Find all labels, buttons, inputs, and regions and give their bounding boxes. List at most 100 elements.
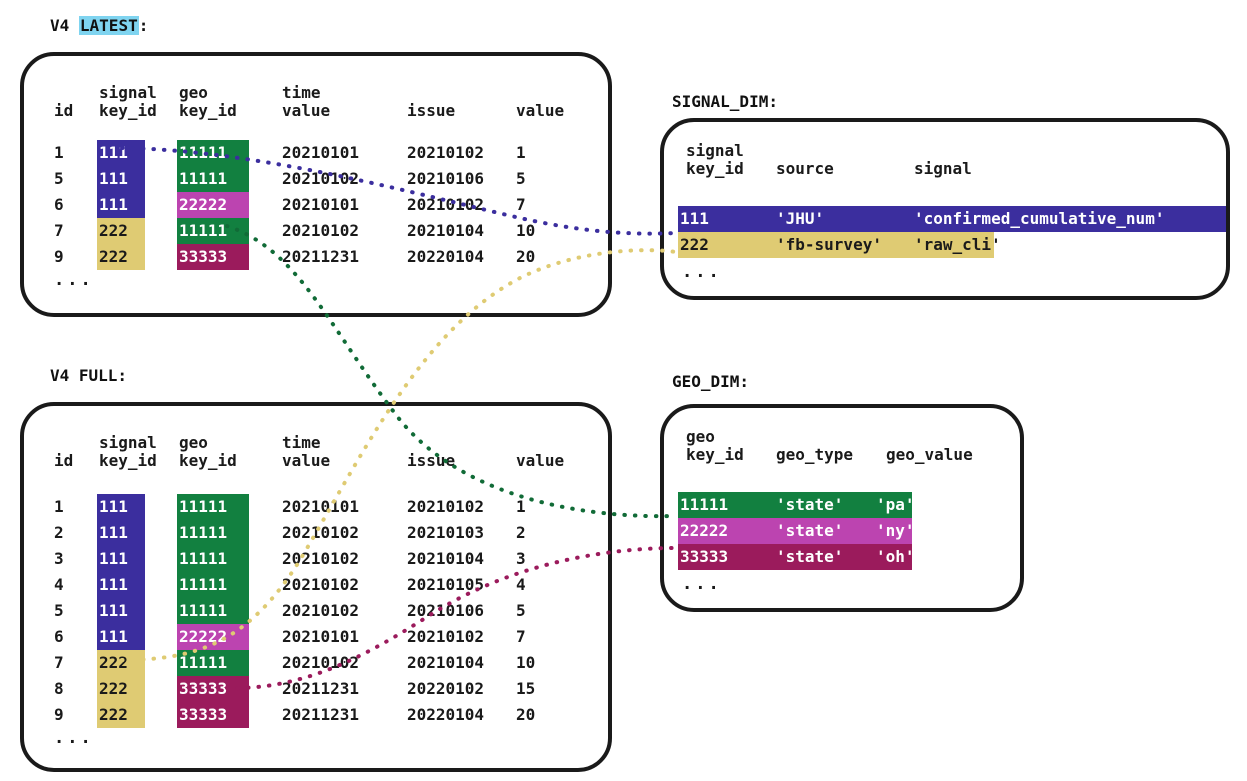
signal-dim-signal: 'confirmed_cumulative_num': [914, 209, 1165, 228]
col-header-geo: geo: [179, 433, 208, 452]
table-row-value: 1: [516, 143, 526, 162]
col-header-signal-name: signal: [914, 159, 972, 178]
col-header-geo: geo: [686, 427, 715, 446]
col-header-signal: signal: [686, 141, 744, 160]
table-row-time-value: 20210101: [282, 143, 360, 162]
table-ellipsis: ...: [54, 270, 94, 290]
table-row-id: 2: [54, 523, 64, 542]
geo-dim-geo-type: 'state': [776, 495, 844, 514]
table-row-value: 7: [516, 627, 526, 646]
latest-caption: V4 LATEST:: [50, 16, 148, 35]
table-row-value: 10: [516, 653, 536, 672]
table-row-time-value: 20210102: [282, 549, 360, 568]
table-row-signal-key: 111: [97, 546, 145, 572]
table-row-geo-key: 11111: [177, 218, 249, 244]
latest-caption-prefix: V4: [50, 16, 79, 35]
table-row-time-value: 20210102: [282, 601, 360, 620]
geo-dim-row-highlight: 11111 'state' 'pa': [678, 492, 915, 518]
table-row-value: 1: [516, 497, 526, 516]
table-row-signal-key: 111: [97, 192, 145, 218]
signal-dim-ellipsis: ...: [682, 262, 722, 282]
table-row-value: 15: [516, 679, 536, 698]
col-header-geo-value: geo_value: [886, 445, 973, 464]
table-row-issue: 20210104: [407, 221, 485, 240]
table-row-value: 2: [516, 523, 526, 542]
table-row-value: 20: [516, 247, 536, 266]
table-row-signal-key: 111: [97, 494, 145, 520]
table-row-id: 6: [54, 195, 64, 214]
signal-dim-row-highlight: 111 'JHU' 'confirmed_cumulative_num': [678, 206, 1226, 232]
table-row-time-value: 20211231: [282, 679, 360, 698]
signal-dim-key-id: 111: [680, 209, 709, 228]
signal-dim-key-id: 222: [680, 235, 709, 254]
col-header-signal-key-id: key_id: [99, 101, 157, 120]
geo-dim-geo-value: 'ny': [876, 521, 915, 540]
col-header-id: id: [54, 101, 74, 120]
table-row-issue: 20220104: [407, 705, 485, 724]
signal-dim-card: signal key_id source signal 111 'JHU' 'c…: [660, 118, 1230, 300]
geo-dim-key-id: 33333: [680, 547, 729, 566]
table-row-time-value: 20210102: [282, 169, 360, 188]
table-row-time-value: 20211231: [282, 705, 360, 724]
table-row-issue: 20210102: [407, 497, 485, 516]
table-row-id: 8: [54, 679, 64, 698]
table-row-issue: 20210105: [407, 575, 485, 594]
table-row-issue: 20210102: [407, 143, 485, 162]
table-row-signal-key: 111: [97, 598, 145, 624]
table-row-geo-key: 11111: [177, 572, 249, 598]
geo-dim-geo-type: 'state': [776, 521, 844, 540]
table-row-id: 4: [54, 575, 64, 594]
table-row-id: 5: [54, 169, 64, 188]
table-row-geo-key: 22222: [177, 624, 249, 650]
table-row-time-value: 20210101: [282, 497, 360, 516]
col-header-signal-key-id: key_id: [99, 451, 157, 470]
signal-dim-table: signal key_id source signal 111 'JHU' 'c…: [664, 122, 1226, 296]
table-row-signal-key: 111: [97, 140, 145, 166]
table-row-value: 3: [516, 549, 526, 568]
signal-dim-signal: 'raw_cli': [914, 235, 1001, 254]
col-header-source: source: [776, 159, 834, 178]
table-row-geo-key: 11111: [177, 166, 249, 192]
table-row-id: 5: [54, 601, 64, 620]
col-header-value: value: [516, 451, 565, 470]
table-row-time-value: 20210102: [282, 523, 360, 542]
table-row-issue: 20210102: [407, 195, 485, 214]
geo-dim-geo-type: 'state': [776, 547, 844, 566]
table-row-issue: 20210106: [407, 169, 485, 188]
full-table: signal geo time id key_id key_id value i…: [24, 406, 608, 768]
geo-dim-key-id: 22222: [680, 521, 729, 540]
table-row-geo-key: 11111: [177, 598, 249, 624]
geo-dim-row-highlight: 33333 'state' 'oh': [678, 544, 915, 570]
table-row-id: 1: [54, 497, 64, 516]
table-row-value: 5: [516, 601, 526, 620]
table-row-geo-key: 11111: [177, 650, 249, 676]
col-header-geo-key-id: key_id: [179, 451, 237, 470]
col-header-key-id: key_id: [686, 159, 744, 178]
table-row-time-value: 20210102: [282, 221, 360, 240]
table-row-geo-key: 11111: [177, 520, 249, 546]
signal-dim-source: 'fb-survey': [776, 235, 882, 254]
col-header-time-value: value: [282, 101, 331, 120]
geo-dim-geo-value: 'pa': [876, 495, 915, 514]
table-row-signal-key: 222: [97, 650, 145, 676]
table-row-issue: 20220104: [407, 247, 485, 266]
geo-dim-table: geo key_id geo_type geo_value 11111 'sta…: [664, 408, 1020, 608]
table-row-signal-key: 222: [97, 702, 145, 728]
table-row-issue: 20210103: [407, 523, 485, 542]
col-header-time-value: value: [282, 451, 331, 470]
table-row-id: 1: [54, 143, 64, 162]
table-row-time-value: 20210101: [282, 627, 360, 646]
table-row-geo-key: 11111: [177, 140, 249, 166]
table-row-signal-key: 111: [97, 624, 145, 650]
table-row-geo-key: 33333: [177, 244, 249, 270]
table-row-signal-key: 222: [97, 244, 145, 270]
table-row-issue: 20210104: [407, 549, 485, 568]
table-row-geo-key: 22222: [177, 192, 249, 218]
table-row-id: 9: [54, 705, 64, 724]
geo-dim-card: geo key_id geo_type geo_value 11111 'sta…: [660, 404, 1024, 612]
latest-table: signal geo time id key_id key_id value i…: [24, 56, 608, 313]
col-header-issue: issue: [407, 451, 456, 470]
table-row-geo-key: 33333: [177, 702, 249, 728]
table-row-geo-key: 33333: [177, 676, 249, 702]
